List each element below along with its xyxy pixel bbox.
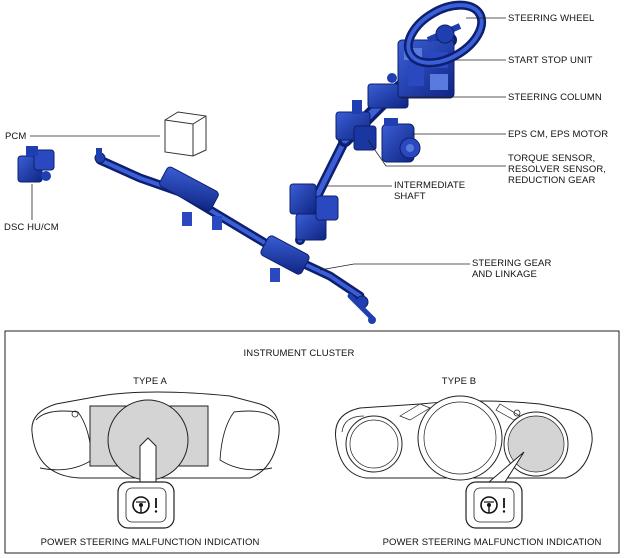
cluster-type-b — [335, 395, 593, 529]
label-type-a: TYPE A — [133, 376, 167, 387]
label-intermediate-shaft: INTERMEDIATE SHAFT — [394, 180, 466, 202]
label-dsc-hu-cm: DSC HU/CM — [4, 222, 59, 233]
label-steering-gear: STEERING GEAR AND LINKAGE — [472, 258, 552, 280]
eps-cm-motor — [381, 118, 421, 163]
label-instrument-cluster: INSTRUMENT CLUSTER — [243, 348, 355, 359]
steering-gear-and-linkage — [94, 148, 376, 324]
label-indication-type-a: POWER STEERING MALFUNCTION INDICATION — [40, 537, 260, 548]
label-steering-wheel: STEERING WHEEL — [508, 13, 595, 24]
label-eps-cm-motor: EPS CM, EPS MOTOR — [508, 129, 609, 140]
leader-lines — [30, 17, 506, 271]
cluster-type-a — [31, 391, 280, 529]
intermediate-shaft — [289, 135, 350, 245]
label-torque-sensor: TORQUE SENSOR, RESOLVER SENSOR, REDUCTIO… — [508, 153, 607, 186]
label-start-stop-unit: START STOP UNIT — [508, 55, 593, 66]
steering-system-illustration — [17, 0, 506, 324]
label-steering-column: STEERING COLUMN — [508, 92, 602, 103]
label-type-b: TYPE B — [441, 376, 477, 387]
instrument-cluster-panel — [4, 330, 620, 554]
pcm-module — [164, 111, 207, 157]
label-indication-type-b: POWER STEERING MALFUNCTION INDICATION — [382, 537, 602, 548]
steering-wheel — [403, 0, 487, 68]
label-pcm: PCM — [5, 131, 27, 142]
dsc-hu-cm-module — [17, 146, 55, 183]
